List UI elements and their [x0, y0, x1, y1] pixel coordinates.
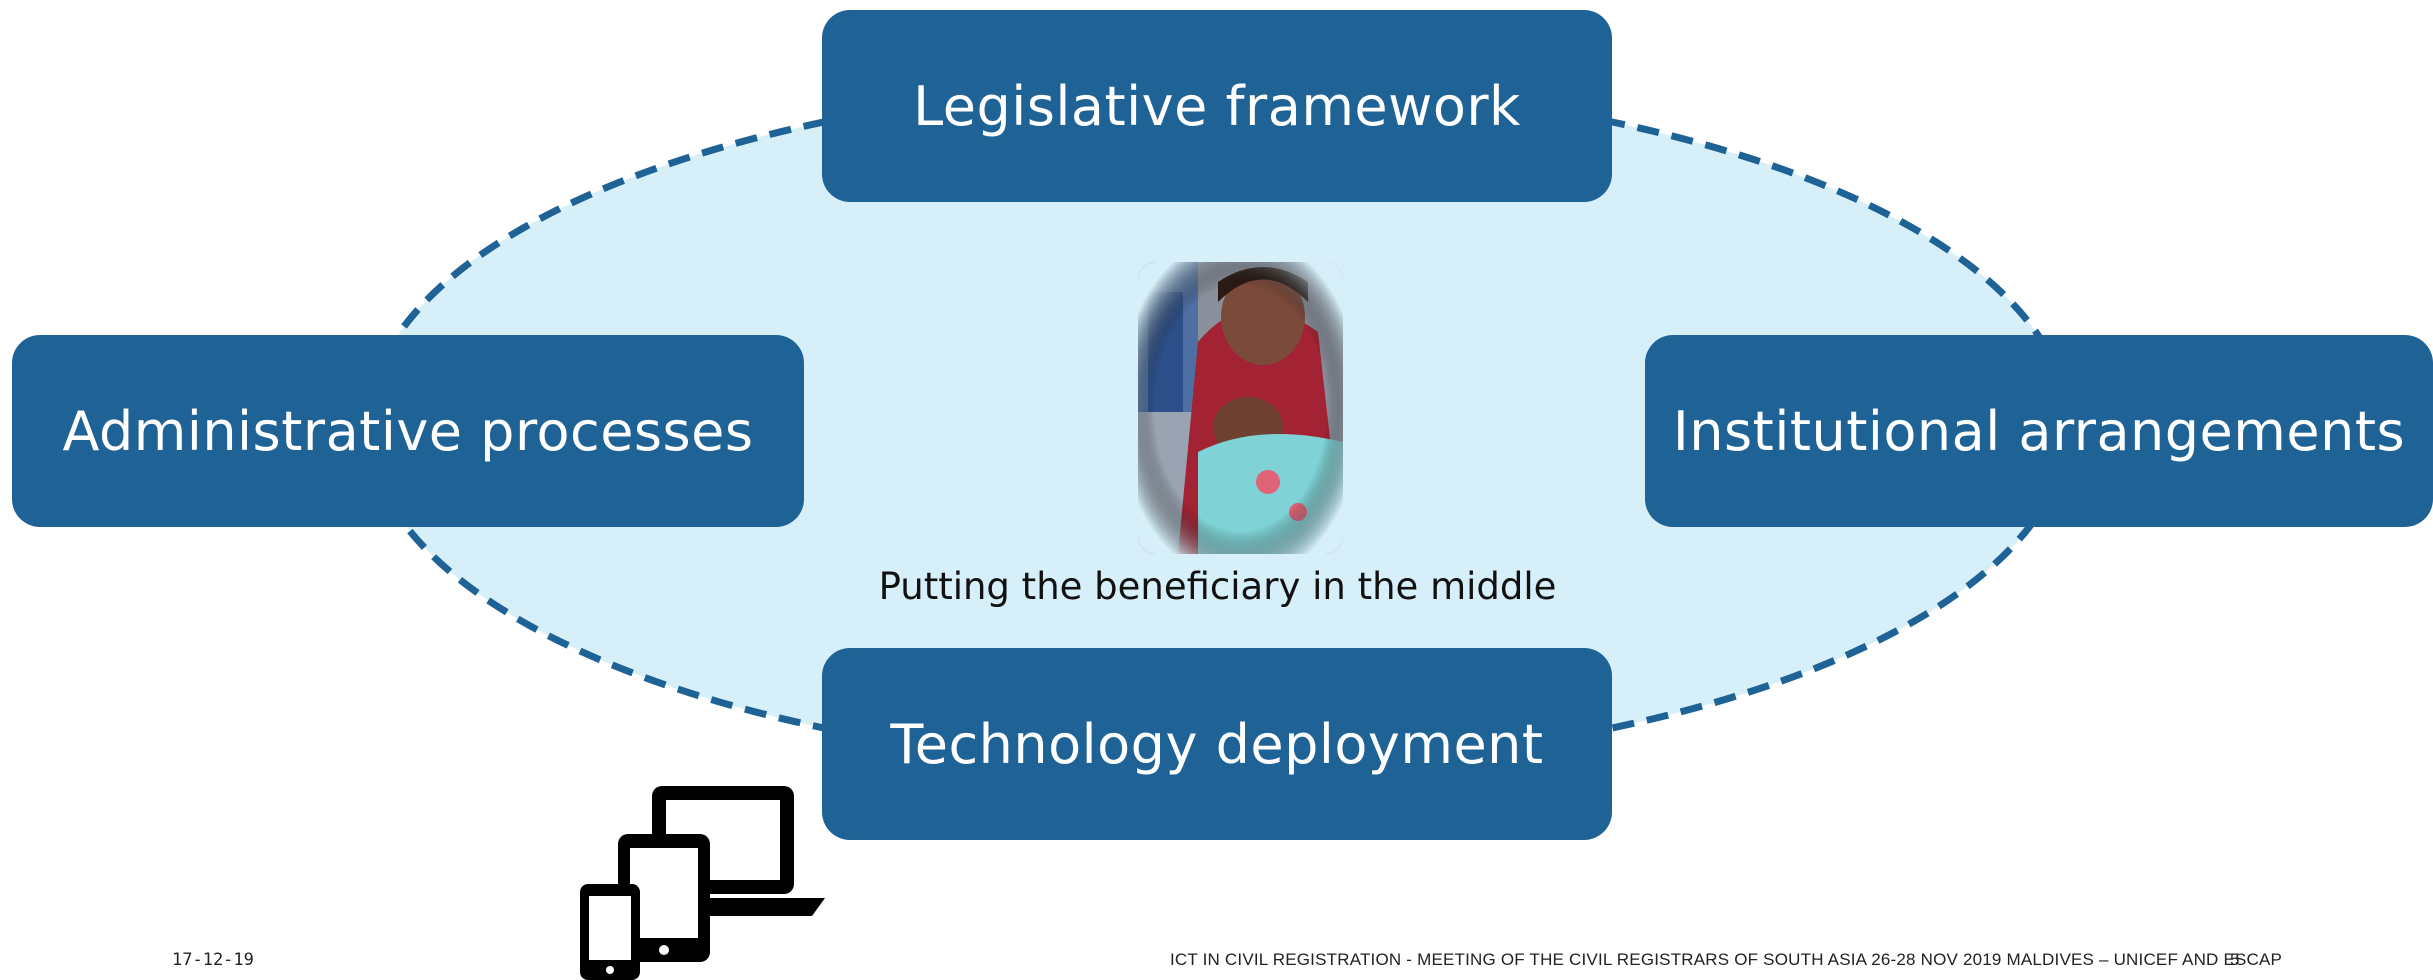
legislative-framework-label: Legislative framework — [913, 74, 1521, 138]
administrative-processes-box: Administrative processes — [12, 335, 804, 527]
footer-title: ICT IN CIVIL REGISTRATION - MEETING OF T… — [1170, 950, 2283, 969]
legislative-framework-box: Legislative framework — [822, 10, 1612, 202]
technology-deployment-label: Technology deployment — [890, 712, 1544, 776]
mother-and-baby-photo — [1138, 262, 1343, 554]
institutional-arrangements-box: Institutional arrangements — [1645, 335, 2433, 527]
center-caption: Putting the beneficiary in the middle — [878, 565, 1557, 608]
footer-date: 17-12-19 — [172, 950, 254, 970]
institutional-arrangements-label: Institutional arrangements — [1672, 399, 2406, 463]
administrative-processes-label: Administrative processes — [62, 399, 754, 463]
technology-deployment-box: Technology deployment — [822, 648, 1612, 840]
page-number: 5 — [2230, 950, 2240, 969]
devices-icon — [580, 786, 825, 980]
